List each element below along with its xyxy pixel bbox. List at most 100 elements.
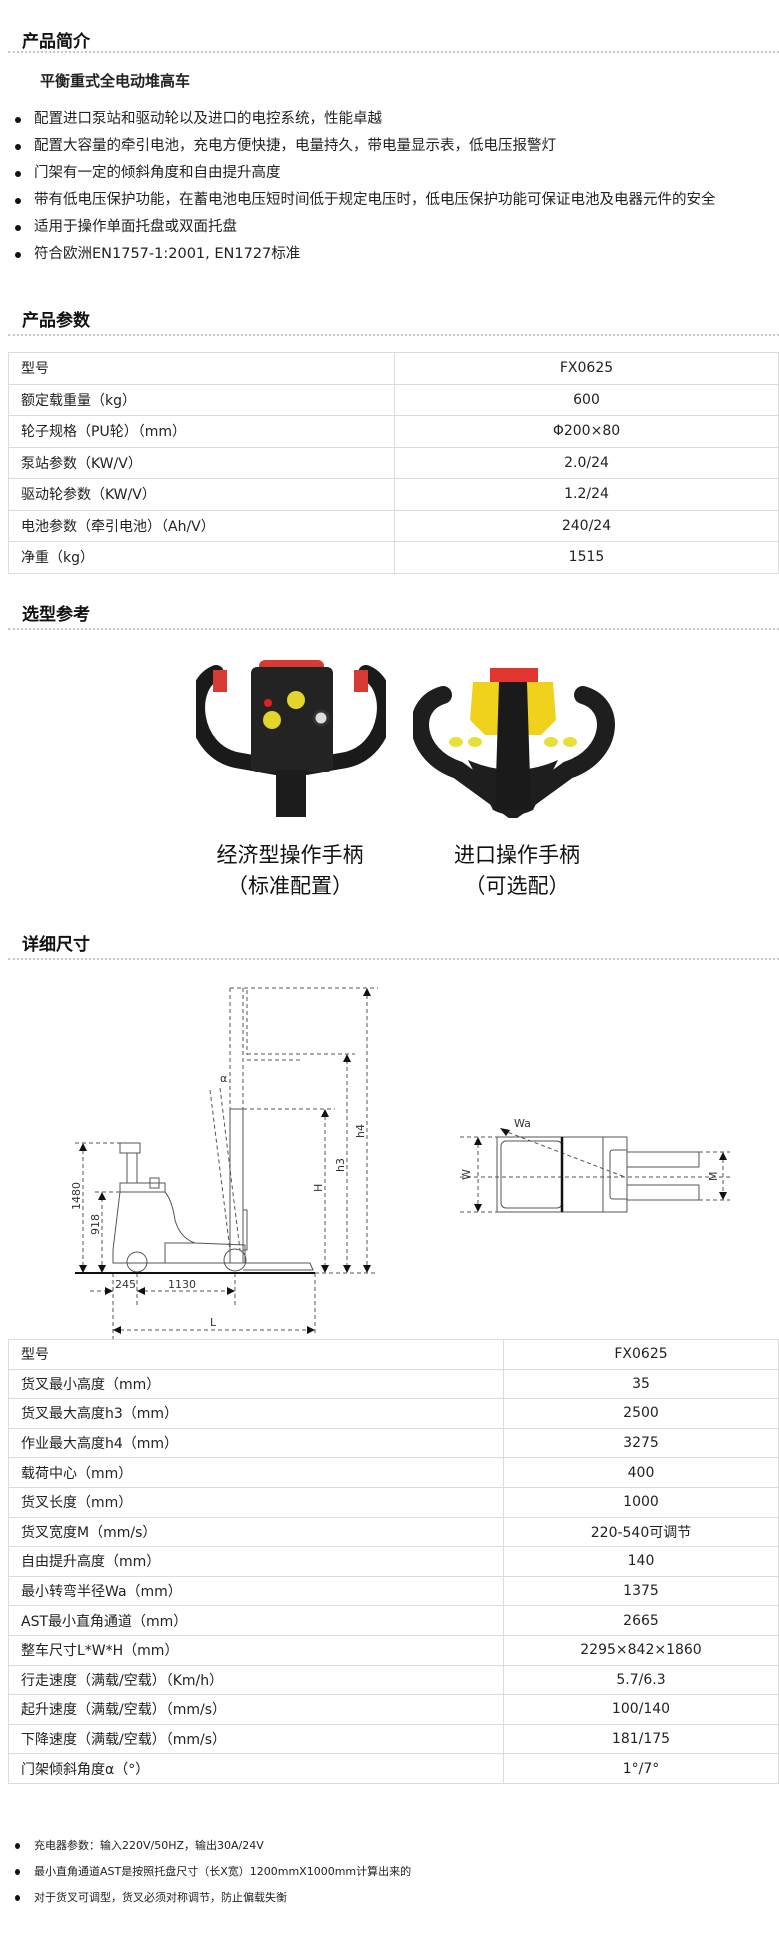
cell-label: 驱动轮参数（KW/V） bbox=[8, 478, 395, 511]
dim-h4: h4 bbox=[354, 1124, 367, 1138]
caption-note: （标准配置） bbox=[227, 874, 353, 898]
list-item: 门架有一定的倾斜角度和自由提升高度 bbox=[12, 160, 777, 187]
cell-label: 型号 bbox=[8, 352, 395, 385]
cell-value: 3275 bbox=[503, 1427, 779, 1459]
cell-label: 行走速度（满载/空载）（Km/h） bbox=[8, 1664, 504, 1696]
cell-label: 货叉最小高度（mm） bbox=[8, 1368, 504, 1400]
section-heading-selection: 选型参考 bbox=[22, 605, 90, 625]
cell-value: 35 bbox=[503, 1368, 779, 1400]
cell-label: 型号 bbox=[8, 1339, 504, 1370]
list-item: 最小直角通道AST是按照托盘尺寸（长X宽）1200mmX1000mm计算出来的 bbox=[12, 1859, 411, 1885]
cell-value: Φ200×80 bbox=[394, 415, 779, 448]
cell-label: 整车尺寸L*W*H（mm） bbox=[8, 1634, 504, 1666]
dim-W: W bbox=[460, 1169, 473, 1180]
handle-caption-imported: 进口操作手柄 （可选配） bbox=[407, 840, 627, 902]
table-row: 货叉最小高度（mm）35 bbox=[8, 1368, 779, 1400]
cell-value: 5.7/6.3 bbox=[503, 1664, 779, 1696]
cell-label: 轮子规格（PU轮）（mm） bbox=[8, 415, 395, 448]
cell-value: 2.0/24 bbox=[394, 446, 779, 479]
cell-value: 1°/7° bbox=[503, 1753, 779, 1784]
table-row: 净重（kg）1515 bbox=[8, 541, 779, 574]
standard-handle-image bbox=[196, 660, 386, 817]
section-heading-dimensions: 详细尺寸 bbox=[22, 935, 90, 955]
table-row: 轮子规格（PU轮）（mm）Φ200×80 bbox=[8, 415, 779, 448]
cell-value: 600 bbox=[394, 383, 779, 416]
table-row: 电池参数（牵引电池）（Ah/V）240/24 bbox=[8, 509, 779, 542]
divider bbox=[8, 51, 779, 53]
dim-918: 918 bbox=[89, 1214, 102, 1235]
cell-label: 门架倾斜角度α（°） bbox=[8, 1753, 504, 1784]
table-row: 门架倾斜角度α（°）1°/7° bbox=[8, 1753, 779, 1784]
table-row: 起升速度（满载/空载）（mm/s）100/140 bbox=[8, 1694, 779, 1725]
notes-list: 充电器参数：输入220V/50HZ，输出30A/24V 最小直角通道AST是按照… bbox=[12, 1833, 411, 1911]
table-row: 最小转弯半径Wa（mm）1375 bbox=[8, 1575, 779, 1607]
dim-alpha: α bbox=[220, 1072, 227, 1085]
cell-label: 下降速度（满载/空载）（mm/s） bbox=[8, 1723, 504, 1755]
caption-title: 进口操作手柄 bbox=[454, 843, 580, 867]
imported-handle-image bbox=[413, 668, 615, 818]
list-item: 配置大容量的牵引电池，充电方便快捷，电量持久，带电量显示表，低电压报警灯 bbox=[12, 133, 777, 160]
divider bbox=[8, 628, 779, 630]
cell-value: 181/175 bbox=[503, 1723, 779, 1755]
cell-value: 1375 bbox=[503, 1575, 779, 1607]
table-row: 自由提升高度（mm）140 bbox=[8, 1546, 779, 1577]
divider bbox=[8, 958, 779, 960]
dim-1130: 1130 bbox=[168, 1278, 196, 1291]
cell-label: 载荷中心（mm） bbox=[8, 1457, 504, 1488]
cell-value: 100/140 bbox=[503, 1694, 779, 1725]
dim-M: M bbox=[707, 1172, 720, 1182]
table-row: 整车尺寸L*W*H（mm）2295×842×1860 bbox=[8, 1634, 779, 1666]
cell-label: 净重（kg） bbox=[8, 541, 395, 574]
list-item: 带有低电压保护功能，在蓄电池电压短时间低于规定电压时，低电压保护功能可保证电池及… bbox=[12, 187, 777, 214]
cell-label: 货叉宽度M（mm/s） bbox=[8, 1516, 504, 1548]
section-heading-params: 产品参数 bbox=[22, 311, 90, 331]
cell-label: 货叉最大高度h3（mm） bbox=[8, 1398, 504, 1429]
cell-value: FX0625 bbox=[503, 1339, 779, 1370]
list-item: 对于货叉可调型，货叉必须对称调节，防止偏载失衡 bbox=[12, 1885, 411, 1911]
table-row: 载荷中心（mm）400 bbox=[8, 1457, 779, 1488]
cell-value: 400 bbox=[503, 1457, 779, 1488]
cell-value: 1515 bbox=[394, 541, 779, 574]
table-row: 额定载重量（kg）600 bbox=[8, 383, 779, 416]
dim-H: H bbox=[312, 1184, 325, 1192]
feature-list: 配置进口泵站和驱动轮以及进口的电控系统，性能卓越 配置大容量的牵引电池，充电方便… bbox=[12, 106, 777, 268]
cell-label: 起升速度（满载/空载）（mm/s） bbox=[8, 1694, 504, 1725]
cell-label: AST最小直角通道（mm） bbox=[8, 1605, 504, 1636]
cell-value: 240/24 bbox=[394, 509, 779, 542]
caption-title: 经济型操作手柄 bbox=[216, 843, 364, 867]
cell-value: 2665 bbox=[503, 1605, 779, 1636]
caption-note: （可选配） bbox=[464, 874, 570, 898]
table-row: 货叉长度（mm）1000 bbox=[8, 1486, 779, 1518]
cell-value: 1000 bbox=[503, 1486, 779, 1518]
cell-value: 2500 bbox=[503, 1398, 779, 1429]
top-view-diagram: W M Wa bbox=[460, 1117, 730, 1213]
cell-label: 泵站参数（KW/V） bbox=[8, 446, 395, 479]
table-row: AST最小直角通道（mm）2665 bbox=[8, 1605, 779, 1636]
section-heading-intro: 产品简介 bbox=[22, 32, 90, 52]
list-item: 配置进口泵站和驱动轮以及进口的电控系统，性能卓越 bbox=[12, 106, 777, 133]
table-row: 作业最大高度h4（mm）3275 bbox=[8, 1427, 779, 1459]
cell-label: 额定载重量（kg） bbox=[8, 383, 395, 416]
list-item: 符合欧洲EN1757-1:2001, EN1727标准 bbox=[12, 241, 777, 268]
table-row: 货叉宽度M（mm/s）220-540可调节 bbox=[8, 1516, 779, 1548]
cell-value: 1.2/24 bbox=[394, 478, 779, 511]
table-row: 泵站参数（KW/V）2.0/24 bbox=[8, 446, 779, 479]
cell-value: 2295×842×1860 bbox=[503, 1634, 779, 1666]
dim-Wa: Wa bbox=[514, 1117, 531, 1130]
cell-label: 自由提升高度（mm） bbox=[8, 1546, 504, 1577]
dim-245: 245 bbox=[115, 1278, 136, 1291]
table-row: 货叉最大高度h3（mm）2500 bbox=[8, 1398, 779, 1429]
side-view-diagram: 1480 918 H h3 h4 245 1130 L α bbox=[70, 987, 378, 1340]
table-row: 下降速度（满载/空载）（mm/s）181/175 bbox=[8, 1723, 779, 1755]
cell-value: 220-540可调节 bbox=[503, 1516, 779, 1548]
table-row: 行走速度（满载/空载）（Km/h）5.7/6.3 bbox=[8, 1664, 779, 1696]
product-subtitle: 平衡重式全电动堆高车 bbox=[40, 72, 191, 90]
cell-label: 最小转弯半径Wa（mm） bbox=[8, 1575, 504, 1607]
dim-1480: 1480 bbox=[70, 1182, 83, 1210]
cell-label: 电池参数（牵引电池）（Ah/V） bbox=[8, 509, 395, 542]
dim-L: L bbox=[210, 1316, 217, 1329]
table-row: 驱动轮参数（KW/V）1.2/24 bbox=[8, 478, 779, 511]
